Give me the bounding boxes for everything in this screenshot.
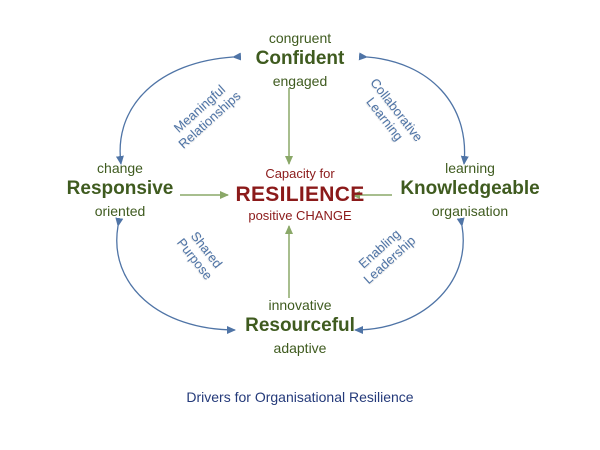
node-resilience-above: Capacity for — [265, 166, 335, 181]
node-resilience-label: RESILIENCE — [235, 182, 365, 206]
node-knowledgeable-below: organisation — [431, 202, 509, 219]
node-resourceful-above: innovative — [268, 297, 332, 313]
node-resilience-below: positive CHANGE — [248, 208, 352, 224]
node-confident-below: engaged — [272, 72, 328, 89]
arc-bottom-left — [115, 217, 236, 334]
node-responsive-below: oriented — [94, 202, 146, 219]
node-resourceful-label: Resourceful — [245, 315, 355, 337]
node-knowledgeable-above: learning — [445, 160, 495, 176]
node-responsive-above: change — [97, 160, 143, 176]
arc-top-left — [115, 52, 242, 165]
node-knowledgeable-label: Knowledgeable — [400, 178, 540, 200]
diagram-caption: Drivers for Organisational Resilience — [186, 389, 414, 405]
node-confident: congruent Confident engaged — [200, 30, 400, 89]
node-confident-label: Confident — [255, 48, 345, 70]
node-resourceful-below: adaptive — [273, 339, 327, 356]
node-resilience: Capacity for RESILIENCE positive CHANGE — [215, 166, 385, 224]
node-responsive-label: Responsive — [66, 178, 174, 200]
arc-bottom-right — [354, 217, 465, 334]
node-resourceful: innovative Resourceful adaptive — [200, 297, 400, 356]
node-responsive: change Responsive oriented — [40, 160, 200, 219]
node-knowledgeable: learning Knowledgeable organisation — [380, 160, 560, 219]
node-confident-above: congruent — [268, 30, 332, 46]
arc-top-right — [358, 52, 469, 165]
